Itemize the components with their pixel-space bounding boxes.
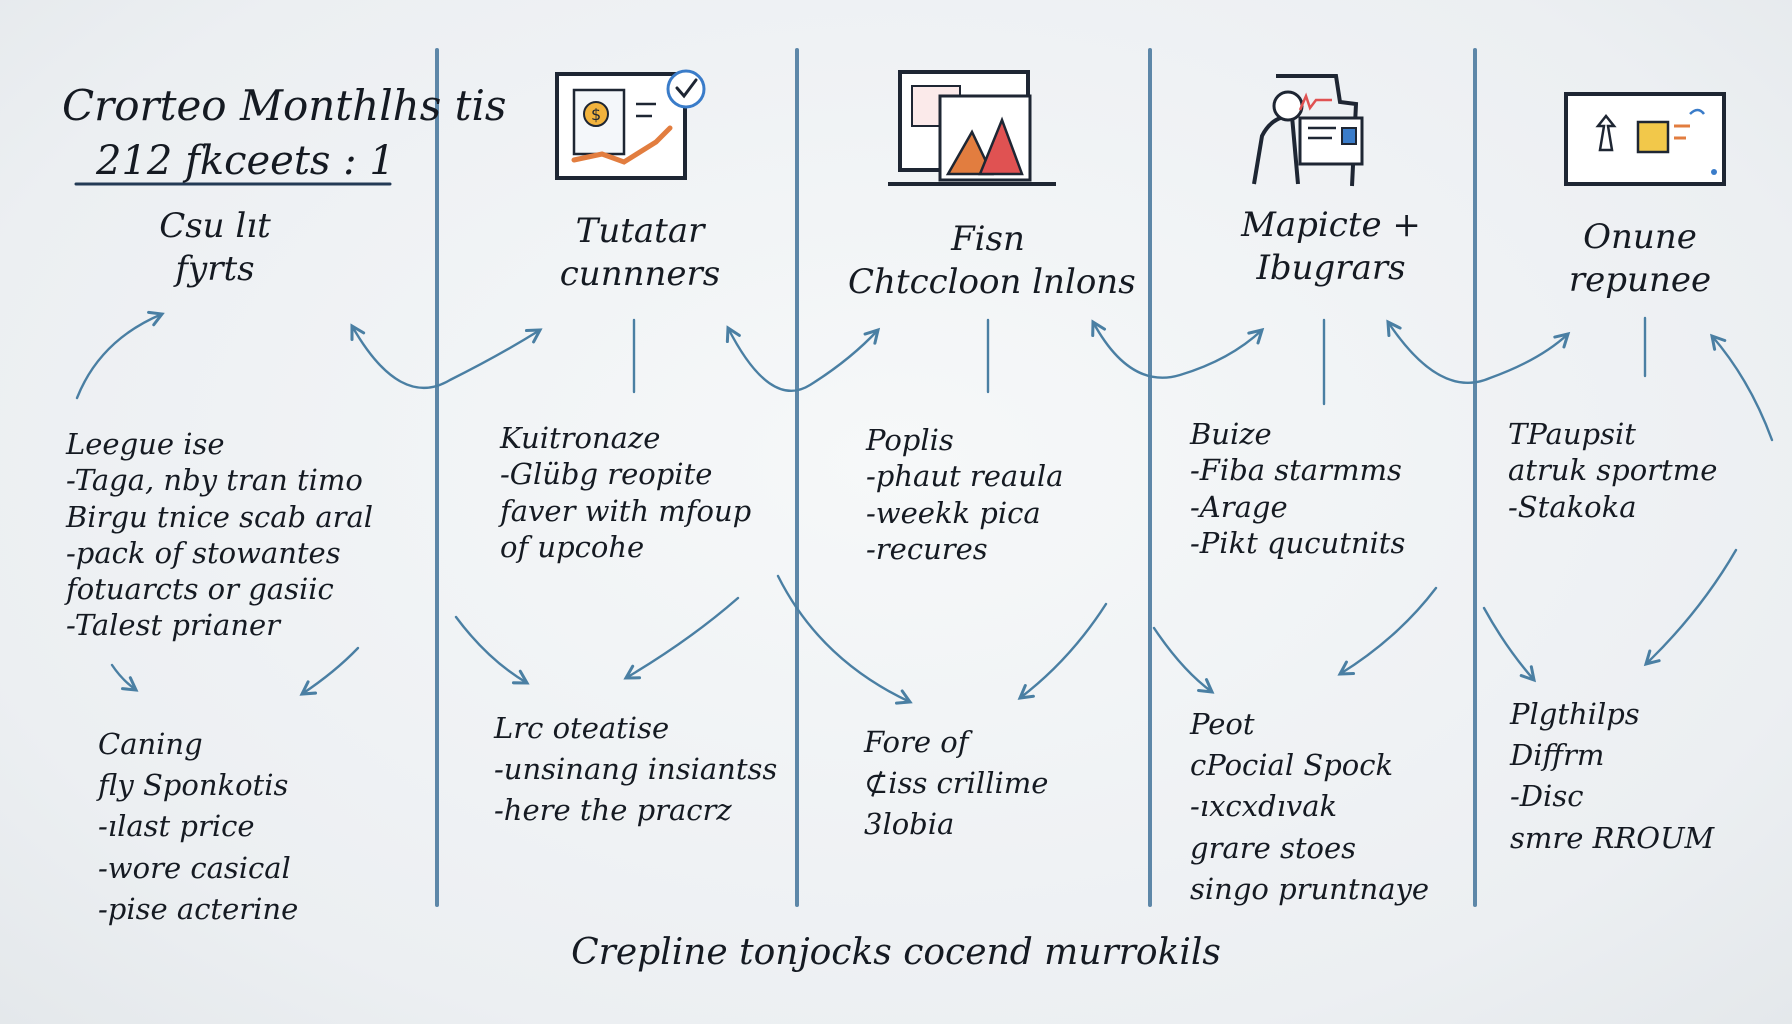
arrow-col2-down-left [454, 615, 530, 685]
arrow-col5-down-right [1643, 548, 1738, 667]
column-3-title: Fisn Chtccloon lnlons [848, 219, 1136, 302]
arrow-v-2 [725, 325, 881, 393]
arrow-v-4 [1386, 319, 1571, 384]
column-2-title: Tutatar cunnners [559, 211, 721, 294]
whiteboard-icon [1564, 92, 1726, 186]
column-4-middle: Buize -Fiba starmms -Arage -Pikt qucutni… [1190, 417, 1406, 560]
arrow-col5-up [1710, 333, 1774, 442]
column-2-middle: Kuitronaze -Glübg reopite faver with mfo… [500, 421, 752, 564]
arrow-col1-down-right [299, 646, 360, 696]
arrow-col4-down-left [1152, 626, 1215, 694]
header-title-line2: 212 fkcеets : 1 [96, 138, 395, 184]
column-4-bottom: Peot cPocial Spock -ıxcxdıvak grare stoe… [1190, 707, 1430, 906]
column-2-bottom: Lrc oteatise -unsinang insiantss -here t… [494, 711, 778, 828]
coin-growth-chart-icon: $ [555, 69, 706, 180]
column-3-bottom: Fore of ⊄iss crillime 3lobia [864, 725, 1049, 842]
column-5-title: Onune repunee [1568, 217, 1712, 300]
footer-caption: Crepline tonjocks cocend murrokils [571, 932, 1221, 973]
arrow-col3-down-right [1017, 602, 1108, 700]
column-1-bottom: Caning fly Sponkotis -ılast price -wore … [98, 727, 299, 926]
column-3-middle: Poplis -phaut reaula -weekk pica -recure… [866, 423, 1064, 566]
arrow-col2-down-right [623, 596, 740, 680]
column-1-title: Csu lıt fyrts [159, 206, 271, 289]
arrow-col4-down-right [1337, 586, 1438, 676]
shapes-picture-icon [888, 70, 1056, 186]
header-title-line1: Crorteo Monthlhs tis [62, 81, 507, 130]
arrow-v-1 [350, 323, 543, 390]
arrow-col5-down-left [1482, 606, 1537, 683]
column-1-middle: Leegue ise -Taga, nby tran timo Birgu tn… [66, 427, 374, 643]
arrow-col1-up [75, 310, 165, 400]
column-5-middle: TPaupsit atruk sportme -Stakoka [1508, 417, 1718, 524]
arrow-v-3 [1091, 319, 1265, 379]
column-5-bottom: Plgthilps Diffrm -Disc smre RROUM [1510, 697, 1715, 855]
svg-text:$: $ [591, 105, 601, 124]
column-4-title: Mapicte + Ibugrars [1241, 205, 1421, 288]
person-at-desk-icon [1252, 74, 1364, 187]
arrow-col1-down-left [110, 663, 139, 692]
arrow-col3-down-left [776, 574, 913, 705]
